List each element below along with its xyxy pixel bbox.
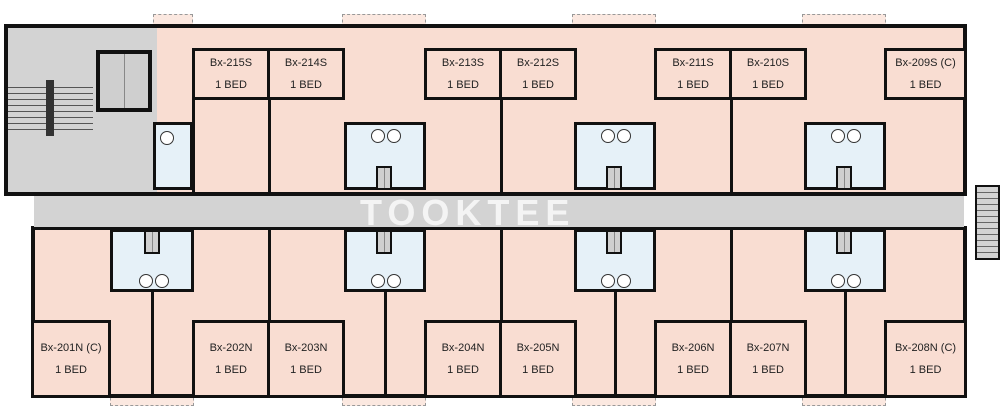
unit-bx-208n[interactable]: Bx-208N (C) 1 BED [884,320,967,398]
unit-bx-202n[interactable]: Bx-202N 1 BED [192,320,270,398]
toilet-icon [617,274,631,288]
partition-wall [730,100,733,195]
unit-id: Bx-204N [441,342,485,354]
unit-bx-213s[interactable]: Bx-213S 1 BED [424,48,502,100]
toilet-icon [847,129,861,143]
unit-bx-204n[interactable]: Bx-204N 1 BED [424,320,502,398]
unit-id: Bx-201N (C) [40,342,102,354]
unit-bx-205n[interactable]: Bx-205N 1 BED [499,320,577,398]
unit-type: 1 BED [447,364,479,376]
service-shaft [376,166,392,190]
unit-id: Bx-210S [746,57,790,69]
toilet-icon [617,129,631,143]
toilet-icon [155,274,169,288]
service-shaft [376,230,392,254]
toilet-icon [371,129,385,143]
unit-bx-210s[interactable]: Bx-210S 1 BED [729,48,807,100]
watermark: TOOKTEE [360,192,576,233]
unit-bx-215s[interactable]: Bx-215S 1 BED [192,48,270,100]
unit-id: Bx-211S [672,57,714,69]
toilet-icon [831,129,845,143]
unit-type: 1 BED [290,364,322,376]
stair-rail [46,80,54,136]
service-shaft [836,230,852,254]
unit-type: 1 BED [752,364,784,376]
unit-id: Bx-208N (C) [894,342,957,354]
unit-type: 1 BED [752,79,784,91]
elevator-shaft [96,50,152,112]
unit-bx-206n[interactable]: Bx-206N 1 BED [654,320,732,398]
unit-type: 1 BED [522,79,554,91]
bathroom-pair [574,122,656,190]
partition-wall [192,48,195,195]
partition-wall [268,228,271,320]
partition-wall [500,100,503,195]
unit-type: 1 BED [447,79,479,91]
bathroom [153,122,193,190]
partition-wall [268,100,271,195]
toilet-icon [139,274,153,288]
unit-bx-212s[interactable]: Bx-212S 1 BED [499,48,577,100]
unit-type: 1 BED [215,364,247,376]
toilet-icon [387,129,401,143]
unit-id: Bx-213S [441,57,485,69]
service-shaft [836,166,852,190]
partition-wall [151,228,154,398]
partition-wall [384,228,387,398]
unit-id: Bx-209S (C) [895,57,956,69]
unit-type: 1 BED [522,364,554,376]
unit-id: Bx-203N [284,342,328,354]
unit-id: Bx-205N [516,342,560,354]
fire-stair [975,185,1000,260]
toilet-icon [831,274,845,288]
unit-id: Bx-206N [671,342,715,354]
unit-bx-209s[interactable]: Bx-209S (C) 1 BED [884,48,967,100]
toilet-icon [387,274,401,288]
unit-bx-214s[interactable]: Bx-214S 1 BED [267,48,345,100]
toilet-icon [847,274,861,288]
service-shaft [606,230,622,254]
unit-id: Bx-212S [516,57,560,69]
corridor [34,194,964,229]
partition-wall [730,228,733,320]
unit-bx-211s[interactable]: Bx-211S 1 BED [654,48,732,100]
unit-type: 1 BED [909,79,942,91]
service-shaft [144,230,160,254]
toilet-icon [601,274,615,288]
partition-wall [614,228,617,398]
unit-type: 1 BED [55,364,87,376]
service-shaft [606,166,622,190]
unit-id: Bx-215S [209,57,253,69]
unit-bx-203n[interactable]: Bx-203N 1 BED [267,320,345,398]
toilet-icon [160,131,174,145]
partition-wall [500,228,503,320]
unit-bx-207n[interactable]: Bx-207N 1 BED [729,320,807,398]
unit-type: 1 BED [677,364,709,376]
unit-bx-201n[interactable]: Bx-201N (C) 1 BED [31,320,111,398]
unit-type: 1 BED [909,364,942,376]
unit-type: 1 BED [290,79,322,91]
unit-id: Bx-202N [209,342,253,354]
unit-id: Bx-214S [284,57,328,69]
partition-wall [844,228,847,398]
unit-id: Bx-207N [746,342,790,354]
unit-type: 1 BED [215,79,247,91]
toilet-icon [601,129,615,143]
toilet-icon [371,274,385,288]
unit-type: 1 BED [677,79,709,91]
